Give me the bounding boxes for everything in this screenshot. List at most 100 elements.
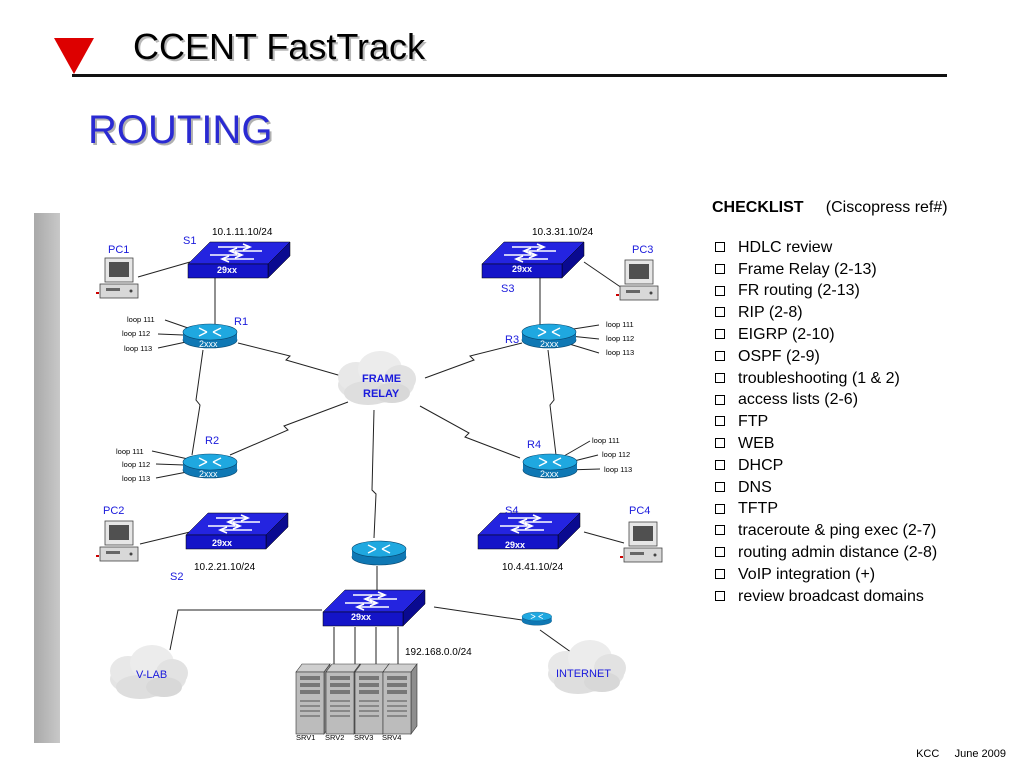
frame-relay-label-line1: FRAME <box>362 373 401 385</box>
checkbox-square-icon <box>715 394 725 405</box>
checklist-item-label: access lists (2-6) <box>738 391 859 409</box>
r2-loop-3: loop 113 <box>122 474 150 483</box>
srv2-label: SRV2 <box>325 733 344 742</box>
checklist-title: CHECKLIST <box>712 199 804 216</box>
r3-loop-3: loop 113 <box>606 348 634 357</box>
r1-loop-2: loop 112 <box>122 329 150 338</box>
checklist-item-label: VoIP integration (+) <box>738 565 876 583</box>
checklist-item-label: DNS <box>738 478 772 496</box>
s3-label: S3 <box>501 283 514 295</box>
srv1-label: SRV1 <box>296 733 315 742</box>
vlab-label: V-LAB <box>136 669 167 681</box>
link-r4-fr <box>419 405 521 459</box>
router-internet <box>521 611 553 626</box>
checkbox-square-icon <box>715 242 725 253</box>
s4-subnet: 10.4.41.10/24 <box>502 562 564 573</box>
server-srv1-icon <box>295 663 331 735</box>
internet-cloud <box>548 640 626 694</box>
checklist-item: review broadcast domains <box>712 586 1017 608</box>
link-pc3-s3 <box>583 261 623 289</box>
checklist-item: EIGRP (2-10) <box>712 324 1017 346</box>
internet-label: INTERNET <box>556 668 611 680</box>
side-bar-decoration <box>34 213 60 743</box>
checklist-item-label: OSPF (2-9) <box>738 347 820 365</box>
pc1-icon <box>95 257 139 299</box>
checklist-item-label: RIP (2-8) <box>738 304 803 322</box>
checklist-item: FTP <box>712 411 1017 433</box>
r2-loop-1: loop 111 <box>116 447 144 456</box>
checklist-item: WEB <box>712 433 1017 455</box>
link-core-switch-inet-router <box>433 606 523 621</box>
srv3-label: SRV3 <box>354 733 373 742</box>
r2-label: R2 <box>205 435 219 447</box>
switch-s1 <box>187 241 291 279</box>
checkbox-square-icon <box>715 329 725 340</box>
checklist-item-label: HDLC review <box>738 238 833 256</box>
pc2-icon <box>95 520 139 562</box>
checklist-item: OSPF (2-9) <box>712 346 1017 368</box>
s1-model: 29xx <box>217 265 237 275</box>
srv4-label: SRV4 <box>382 733 401 742</box>
link-fr-core-router <box>371 409 377 539</box>
link-r3-fr <box>424 342 523 379</box>
checkbox-square-icon <box>715 547 725 558</box>
r1-loop-3: loop 113 <box>124 344 152 353</box>
checkbox-square-icon <box>715 460 725 471</box>
checklist-item-label: FR routing (2-13) <box>738 282 860 300</box>
link-inet-router-internet <box>539 629 576 656</box>
checklist-item-label: TFTP <box>738 500 778 518</box>
checkbox-square-icon <box>715 438 725 449</box>
title-underline <box>72 74 947 77</box>
switch-core <box>322 589 426 627</box>
checklist-item-label: WEB <box>738 434 775 452</box>
s1-subnet: 10.1.11.10/24 <box>212 227 273 238</box>
slide-title: CCENT FastTrack <box>133 26 426 67</box>
checklist-item-label: traceroute & ping exec (2-7) <box>738 522 937 540</box>
frame-relay-label-line2: RELAY <box>363 388 400 400</box>
checklist-item: DHCP <box>712 455 1017 477</box>
footer-date: June 2009 <box>954 748 1006 760</box>
checkbox-square-icon <box>715 307 725 318</box>
s2-label: S2 <box>170 571 183 583</box>
r4-loop-3: loop 113 <box>604 465 632 474</box>
link-core-vlab <box>169 609 322 651</box>
r1-model: 2xxx <box>199 339 218 349</box>
link-r2-fr <box>229 401 349 456</box>
checklist-item: routing admin distance (2-8) <box>712 542 1017 564</box>
s3-subnet: 10.3.31.10/24 <box>532 227 594 238</box>
s4-model: 29xx <box>505 540 525 550</box>
network-links <box>137 261 625 668</box>
r2-loop-2: loop 112 <box>122 460 150 469</box>
footer: KCC June 2009 <box>916 748 1006 760</box>
pc2-label: PC2 <box>103 505 124 517</box>
r3-loop-1: loop 111 <box>606 320 634 329</box>
r3-label: R3 <box>505 334 519 346</box>
checklist-item: RIP (2-8) <box>712 302 1017 324</box>
footer-author: KCC <box>916 748 940 760</box>
link-r1-fr <box>237 342 346 378</box>
s3-model: 29xx <box>512 264 532 274</box>
checklist-item: Frame Relay (2-13) <box>712 259 1017 281</box>
checklist-ref: (Ciscopress ref#) <box>825 199 948 216</box>
checkbox-square-icon <box>715 372 725 383</box>
r4-model: 2xxx <box>540 469 559 479</box>
checkbox-square-icon <box>715 590 725 601</box>
pc4-label: PC4 <box>629 505 650 517</box>
checkbox-square-icon <box>715 503 725 514</box>
checklist-heading: CHECKLIST (Ciscopress ref#) <box>712 197 1017 219</box>
checkbox-square-icon <box>715 263 725 274</box>
checklist-item: access lists (2-6) <box>712 389 1017 411</box>
core-switch-model: 29xx <box>351 612 371 622</box>
link-pc4-s4 <box>583 531 625 544</box>
r1-loop-1: loop 111 <box>127 315 155 324</box>
checklist-item: HDLC review <box>712 237 1017 259</box>
switch-s2 <box>185 512 289 550</box>
s1-label: S1 <box>183 235 196 247</box>
router-core <box>351 540 407 566</box>
pc3-icon <box>615 259 659 301</box>
r4-loop-1: loop 111 <box>592 436 620 445</box>
pc1-label: PC1 <box>108 244 129 256</box>
r3-loop-2: loop 112 <box>606 334 634 343</box>
checkbox-square-icon <box>715 481 725 492</box>
